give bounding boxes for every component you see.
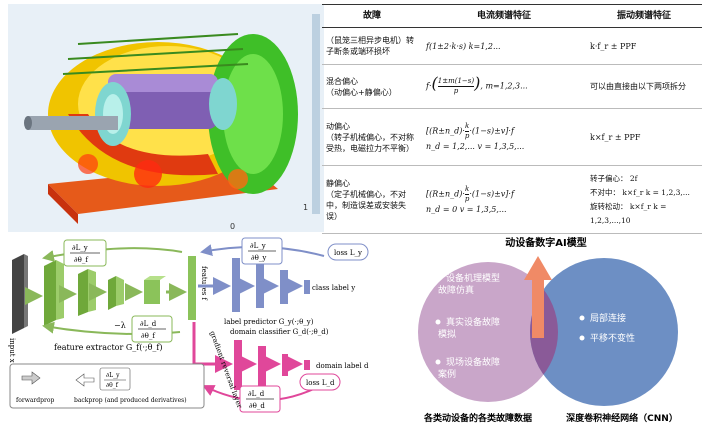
fault-line: 混合偏心 bbox=[326, 76, 358, 86]
vibration-formula: k×f_r ± PPF bbox=[586, 108, 702, 167]
left-item: 设备机理模型故障仿真 bbox=[438, 272, 500, 296]
features-bar bbox=[188, 256, 196, 320]
legend-forward: forwardprop bbox=[16, 397, 54, 404]
vibration-formula: k·f_r ± PPF bbox=[586, 27, 702, 66]
fault-line: 静偏心 bbox=[326, 178, 350, 188]
fault-line: （转子机械偏心，不对称 bbox=[326, 132, 414, 142]
left-caption: 各类动设备的各类故障数据 bbox=[423, 412, 532, 424]
formula-denominator: p bbox=[464, 132, 470, 141]
features-label: features f bbox=[200, 266, 208, 302]
formula-part: [(R±n_d)· bbox=[426, 126, 465, 136]
loss-y-box bbox=[327, 243, 369, 261]
left-items: 设备机理模型故障仿真 真实设备故障模拟 现场设备故障案例 bbox=[435, 272, 500, 380]
domain-classifier-label: domain classifier G_d(·;θ_d) bbox=[230, 328, 329, 336]
table-header-row: 故障 电流频谱特征 振动频谱特征 bbox=[322, 4, 702, 28]
header-fault: 故障 bbox=[322, 4, 422, 28]
backward-arrow-icon bbox=[75, 373, 95, 387]
left-item: 真实设备故障模拟 bbox=[438, 316, 500, 340]
fault-spectrum-table: 故障 电流频谱特征 振动频谱特征 （鼠笼三相异步电机）转子断条或端环损坏 f(1… bbox=[322, 4, 702, 234]
fault-line: （动偏心+静偏心） bbox=[326, 87, 397, 97]
formula-denominator: p bbox=[453, 87, 459, 96]
fault-line: 受热，电磁拉力不平衡） bbox=[326, 143, 414, 153]
input-block bbox=[12, 254, 28, 334]
grad-d-bottom: ∂θ_d bbox=[249, 402, 265, 410]
header-current: 电流频谱特征 bbox=[422, 4, 586, 28]
fault-line: （鼠笼三相异步电机）转 bbox=[326, 36, 414, 46]
feature-extractor-blocks bbox=[44, 260, 166, 326]
right-item: 局部连接 bbox=[590, 312, 626, 324]
formula-numerator: k bbox=[464, 122, 470, 133]
fault-line: 中，制造误差或安装失 bbox=[326, 200, 406, 210]
forward-arrows-green bbox=[25, 283, 187, 305]
motor-illustration: 1 0 bbox=[8, 4, 324, 232]
formula-part: f· bbox=[426, 81, 432, 91]
vibration-text: 可以由直接由以下两项拆分 bbox=[586, 64, 702, 110]
formula-numerator: 1±m(1−s) bbox=[437, 77, 475, 88]
legend-grad-bottom: ∂θ_f bbox=[106, 382, 119, 389]
loss-d-box bbox=[299, 373, 341, 391]
scale-max-label: 1 bbox=[303, 203, 308, 212]
forward-arrow-icon bbox=[21, 371, 41, 385]
venn-diagram: 动设备数字AI模型 设备机理模型故障仿真 真实设备故障模拟 现场设备故障案例 局… bbox=[396, 234, 702, 428]
feature-extractor-label: feature extractor G_f(·;θ_f) bbox=[54, 343, 162, 352]
current-formula: f·(1±m(1−s)p), m=1,2,3... bbox=[422, 64, 586, 110]
formula-numerator: k bbox=[464, 184, 470, 195]
class-label: class label y bbox=[312, 284, 355, 292]
header-vibration: 振动频谱特征 bbox=[586, 4, 702, 28]
label-predictor-label: label predictor G_y(·;θ_y) bbox=[224, 318, 314, 326]
right-circle bbox=[530, 258, 678, 406]
backprop-arrow-features bbox=[42, 247, 183, 262]
right-item: 平移不变性 bbox=[590, 332, 635, 344]
dann-legend: forwardprop ∂L_y ∂θ_f backprop (and prod… bbox=[9, 363, 205, 409]
grad-lambda-top: ∂L_d bbox=[140, 320, 157, 328]
grad-d-top: ∂L_d bbox=[248, 390, 265, 398]
formula-denominator: p bbox=[464, 194, 470, 203]
formula-part: n_d = 0 v = 1,3,5,... bbox=[426, 204, 507, 214]
table-row: （鼠笼三相异步电机）转子断条或端环损坏 f(1±2·k·s) k=1,2... … bbox=[322, 27, 702, 66]
vibration-line: 转子偏心： 2f bbox=[590, 173, 638, 183]
fault-line: 子断条或端环损坏 bbox=[326, 47, 390, 57]
formula-part: n_d = 1,2,... v = 1,3,5,... bbox=[426, 142, 525, 152]
right-items: 局部连接 平移不变性 bbox=[579, 312, 635, 344]
loss-d: loss L_d bbox=[306, 379, 335, 387]
lambda-label: −λ bbox=[114, 321, 126, 330]
left-circle bbox=[418, 262, 558, 402]
grad-f-top: ∂L_y bbox=[72, 244, 88, 252]
scale-min-label: 0 bbox=[230, 222, 235, 231]
venn-title: 动设备数字AI模型 bbox=[505, 236, 586, 249]
fault-line: （定子机械偏心，不对 bbox=[326, 189, 406, 199]
vibration-line: 旋转松动： k×f_r k = 1,2,3,...,10 bbox=[590, 201, 667, 225]
fault-line: 动偏心 bbox=[326, 121, 350, 131]
domain-label: domain label d bbox=[316, 362, 369, 370]
vibration-line: 不对中： k×f_r k = 1,2,3,... bbox=[590, 187, 690, 197]
loss-y: loss L_y bbox=[334, 249, 362, 257]
up-arrow bbox=[524, 256, 552, 338]
current-formula: f(1±2·k·s) k=1,2... bbox=[422, 27, 586, 66]
table-row: 混合偏心（动偏心+静偏心） f·(1±m(1−s)p), m=1,2,3... … bbox=[322, 64, 702, 110]
grad-y-top: ∂L_y bbox=[250, 242, 266, 250]
formula-part: ·(1−s)±v]·f bbox=[469, 189, 514, 199]
left-item: 现场设备故障案例 bbox=[438, 356, 500, 380]
label-predictor-blocks bbox=[232, 258, 310, 312]
fault-line: 误） bbox=[326, 211, 342, 221]
input-label: input x bbox=[8, 338, 16, 363]
formula-part: [(R±n_d)· bbox=[426, 189, 465, 199]
grad-y-bottom: ∂θ_y bbox=[251, 254, 266, 262]
grad-lambda-bottom: ∂θ_f bbox=[141, 332, 156, 340]
dann-diagram: input x features f ∂L_y ∂θ_f bbox=[4, 236, 394, 428]
right-caption: 深度卷积神经网络（CNN） bbox=[566, 412, 678, 424]
legend-grad-top: ∂L_y bbox=[106, 372, 120, 379]
grad-f-bottom: ∂θ_f bbox=[74, 256, 89, 264]
legend-backward: backprop (and produced derivatives) bbox=[74, 397, 187, 404]
formula-part: , m=1,2,3... bbox=[480, 81, 528, 91]
formula-part: ·(1−s)±v]·f bbox=[469, 126, 514, 136]
